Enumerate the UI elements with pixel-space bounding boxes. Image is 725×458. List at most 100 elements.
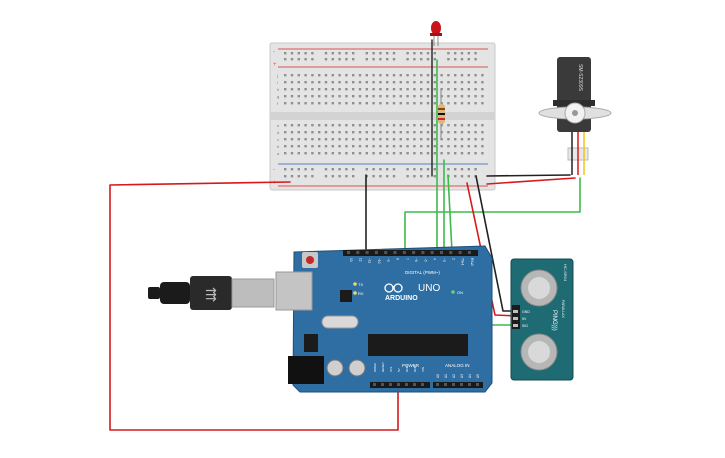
digital-header-label: DIGITAL (PWM~) <box>405 270 440 275</box>
analog-pin-socket[interactable] <box>460 383 463 386</box>
row-letter: i <box>277 80 278 85</box>
servo-motor[interactable]: SM-S2309S <box>538 57 612 175</box>
digital-pin-socket[interactable] <box>356 251 360 254</box>
power-pin-label: 5V <box>397 368 401 372</box>
digital-pin-socket[interactable] <box>402 251 406 254</box>
digital-pin-label: 12 <box>358 258 362 262</box>
row-letter: c <box>277 137 279 142</box>
sensor-pin[interactable] <box>513 310 518 313</box>
tx-led <box>353 282 357 286</box>
analog-pin-label: A5 <box>476 374 480 378</box>
row-letter: b <box>277 144 280 149</box>
usb-cable[interactable]: ⇶ <box>148 276 275 310</box>
row-letter: g <box>277 94 279 99</box>
resistor[interactable] <box>438 90 445 140</box>
digital-pin-label: ~3 <box>442 258 446 262</box>
sensor-ping-label: PING))) <box>551 310 557 331</box>
power-pin-label: GND <box>405 365 409 373</box>
rx-led <box>353 291 357 295</box>
power-pin-label: RESET <box>381 362 385 372</box>
digital-pin-socket[interactable] <box>467 251 471 254</box>
power-pin-socket[interactable] <box>373 383 376 386</box>
analog-pin-label: A0 <box>436 374 440 378</box>
row-letter: j <box>276 73 278 78</box>
digital-pin-socket[interactable] <box>374 251 378 254</box>
on-led <box>451 290 455 294</box>
tx-label: TX <box>358 282 363 287</box>
wire-servo-gnd-black[interactable] <box>486 174 571 177</box>
row-letter: d <box>277 130 279 135</box>
digital-pin-label: ~9 <box>386 258 390 262</box>
power-pin-socket[interactable] <box>389 383 392 386</box>
digital-pin-socket[interactable] <box>393 251 397 254</box>
sensor-pin[interactable] <box>513 324 518 327</box>
digital-pin-socket[interactable] <box>458 251 462 254</box>
servo-model-label: SM-S2309S <box>577 64 583 92</box>
digital-pin-label: 4 <box>433 258 437 260</box>
red-led[interactable] <box>430 21 442 46</box>
digital-header[interactable] <box>343 250 478 256</box>
sensor-pin-label: SIG <box>522 324 528 328</box>
sensor-pin-label: 5V <box>522 317 527 321</box>
analog-header-label: ANALOG IN <box>445 363 470 368</box>
analog-pin-socket[interactable] <box>468 383 471 386</box>
digital-pin-label: 13 <box>349 258 353 262</box>
reset-button[interactable] <box>306 256 314 264</box>
analog-pin-socket[interactable] <box>452 383 455 386</box>
rail-plus-top: + <box>273 62 277 68</box>
wire-servo-signal-green[interactable] <box>404 177 581 251</box>
wire-servo-power-red[interactable] <box>486 177 576 185</box>
digital-pin-socket[interactable] <box>440 251 443 254</box>
wire-5v-red[interactable] <box>109 181 399 431</box>
wire-led-green-2[interactable] <box>447 174 453 253</box>
row-letter: a <box>277 151 280 156</box>
usb-port[interactable] <box>275 271 313 311</box>
power-jack[interactable] <box>288 356 324 384</box>
digital-pin-label: ~5 <box>423 258 427 262</box>
digital-pin-socket[interactable] <box>347 251 350 254</box>
sensor-model-label: HC-SR04 <box>563 264 568 282</box>
rail-minus-top: - <box>273 49 275 55</box>
analog-pin-socket[interactable] <box>436 383 439 386</box>
wire-sensor-5v-red[interactable] <box>466 182 518 317</box>
digital-pin-socket[interactable] <box>365 251 369 254</box>
power-pin-socket[interactable] <box>413 383 416 386</box>
analog-pin-socket[interactable] <box>444 383 447 386</box>
digital-pin-label: TX▸1 <box>461 258 465 266</box>
digital-pin-label: 2 <box>451 258 455 260</box>
power-pin-label: GND <box>413 365 417 373</box>
digital-pin-label: ~6 <box>414 258 418 262</box>
digital-pin-socket[interactable] <box>421 251 425 254</box>
power-pin-label: VIN <box>421 367 425 372</box>
analog-pin-socket[interactable] <box>476 383 479 386</box>
digital-pin-socket[interactable] <box>412 251 416 254</box>
digital-pin-socket[interactable] <box>430 251 434 254</box>
analog-pin-label: A4 <box>468 374 472 378</box>
digital-pin-label: RX◂0 <box>470 258 474 266</box>
analog-pin-label: A2 <box>452 374 456 378</box>
sensor-pin[interactable] <box>513 317 518 320</box>
power-pin-socket[interactable] <box>381 383 384 386</box>
analog-pin-label: A3 <box>460 374 464 378</box>
digital-pin-socket[interactable] <box>449 251 453 254</box>
analog-header[interactable] <box>433 382 483 388</box>
arduino-uno-board[interactable]: ARDUINO UNO DIGITAL (PWM~) POWER ANALOG … <box>292 245 493 393</box>
rail-minus-bottom: - <box>273 167 275 173</box>
digital-pin-socket[interactable] <box>384 251 388 254</box>
power-pin-socket[interactable] <box>421 383 424 386</box>
row-letter: f <box>277 101 279 106</box>
atmega-chip <box>368 334 468 356</box>
arduino-logo-text: ARDUINO <box>385 295 418 302</box>
power-pin-socket[interactable] <box>397 383 400 386</box>
digital-pin-label: ~10 <box>377 258 381 264</box>
usb-icon: ⇶ <box>205 286 217 302</box>
digital-pin-label: ~11 <box>368 258 372 263</box>
power-pin-socket[interactable] <box>405 383 408 386</box>
sensor-pin-label: GND <box>522 310 530 314</box>
power-pin-label: 3V3 <box>389 366 393 372</box>
power-pin-label: IOREF <box>373 363 377 372</box>
